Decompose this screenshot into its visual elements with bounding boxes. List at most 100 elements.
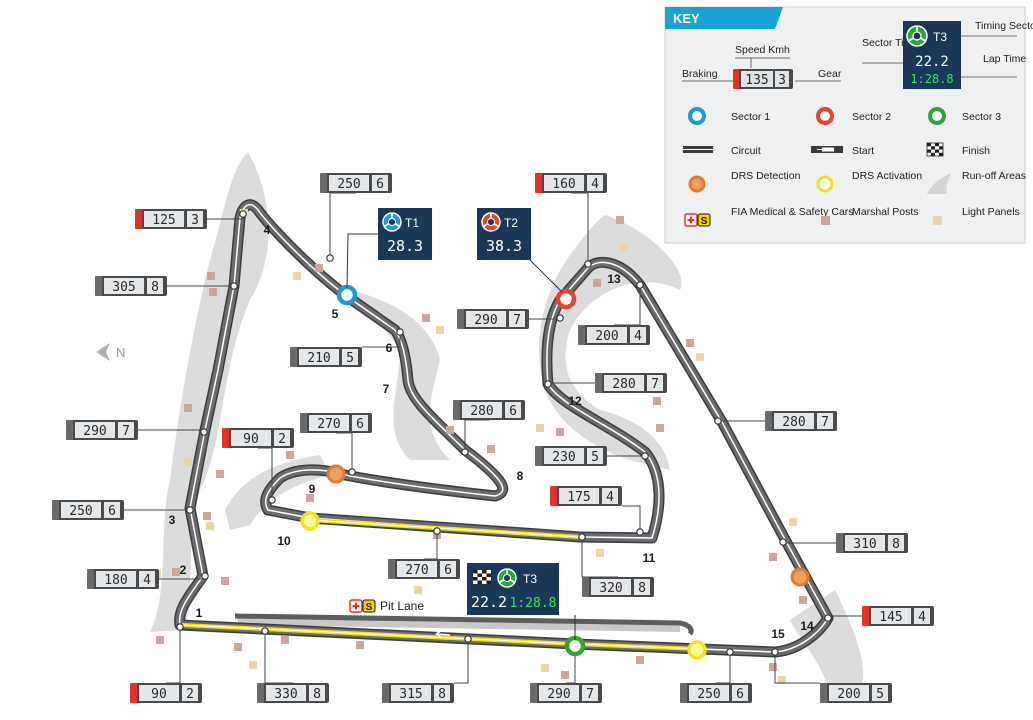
light-panel bbox=[184, 458, 192, 466]
speed-display bbox=[61, 502, 101, 518]
no-braking-indicator bbox=[388, 559, 395, 579]
steering-wheel-icon bbox=[481, 212, 501, 232]
gear-value: 2 bbox=[278, 432, 286, 447]
speed-display bbox=[391, 685, 431, 701]
braking-indicator bbox=[550, 486, 557, 506]
gear-value: 7 bbox=[821, 415, 829, 430]
speed-display bbox=[774, 413, 814, 429]
speed-gear-box: 210 5 bbox=[290, 347, 362, 367]
corner-number: 13 bbox=[607, 272, 621, 286]
track-point bbox=[636, 528, 644, 536]
marshal-post bbox=[769, 553, 777, 561]
steering-wheel-icon bbox=[906, 25, 928, 47]
track-point bbox=[433, 527, 441, 535]
sector1-marker-icon bbox=[688, 107, 706, 125]
key-finish: Finish bbox=[962, 145, 990, 157]
key-header-bar bbox=[665, 7, 783, 29]
gear-display bbox=[187, 211, 203, 227]
key-runoff: Run-off Areas bbox=[962, 170, 1026, 182]
marshal-post bbox=[356, 641, 364, 649]
svg-text:S: S bbox=[701, 216, 708, 227]
marshal-post bbox=[209, 288, 217, 296]
track-point bbox=[584, 260, 592, 268]
key-gear-label: Gear bbox=[818, 68, 842, 80]
gear-display bbox=[434, 685, 450, 701]
sector-label: T2 bbox=[504, 216, 518, 230]
marshal-post bbox=[446, 426, 454, 434]
sector3-marker bbox=[564, 635, 586, 657]
marshal-post bbox=[221, 577, 229, 585]
gear-value: 6 bbox=[444, 563, 452, 578]
gear-value: 7 bbox=[513, 313, 521, 328]
no-braking-indicator bbox=[257, 683, 264, 703]
gear-value: 4 bbox=[606, 490, 614, 505]
speed-box-leader bbox=[329, 192, 356, 258]
speed-value: 145 bbox=[879, 610, 902, 625]
pit-lane-label: S Pit Lane bbox=[349, 599, 424, 613]
gear-value: 8 bbox=[638, 581, 646, 596]
gear-display bbox=[587, 448, 603, 464]
speed-value: 175 bbox=[567, 490, 590, 505]
gear-display bbox=[582, 685, 598, 701]
speed-value: 210 bbox=[307, 351, 330, 366]
gear-value: 6 bbox=[376, 177, 384, 192]
track-point bbox=[779, 538, 787, 546]
gear-display bbox=[182, 685, 198, 701]
speed-display bbox=[544, 175, 584, 191]
speed-display bbox=[587, 327, 627, 343]
gear-display bbox=[505, 402, 521, 418]
speed-value: 180 bbox=[104, 573, 127, 588]
no-braking-indicator bbox=[382, 683, 389, 703]
marshal-post bbox=[656, 424, 664, 432]
speed-display bbox=[309, 415, 349, 431]
marshal-post bbox=[207, 272, 215, 280]
track-point bbox=[636, 281, 644, 289]
drs-activation-point bbox=[300, 511, 320, 531]
no-braking-indicator bbox=[320, 173, 327, 193]
gear-display bbox=[634, 579, 650, 595]
light-panel bbox=[696, 353, 704, 361]
speed-value: 200 bbox=[595, 329, 618, 344]
speed-display bbox=[871, 608, 911, 624]
north-arrow-icon bbox=[96, 343, 110, 361]
key-sample-gear: 3 bbox=[778, 73, 786, 88]
gear-value: 5 bbox=[346, 351, 354, 366]
key-braking-label: Braking bbox=[682, 68, 718, 80]
key-sample-sector-panel: T3 22.2 1:28.8 bbox=[903, 21, 961, 89]
speed-display bbox=[299, 349, 339, 365]
speed-box-leader bbox=[716, 652, 731, 684]
medical-safety-car-icon: S bbox=[349, 599, 376, 613]
sector-label: T1 bbox=[405, 216, 419, 230]
track-point bbox=[464, 635, 472, 643]
braking-indicator bbox=[535, 173, 542, 193]
gear-display bbox=[872, 685, 888, 701]
marshal-post bbox=[769, 663, 777, 671]
speed-display bbox=[397, 561, 437, 577]
speed-value: 310 bbox=[853, 537, 876, 552]
speed-display bbox=[104, 278, 144, 294]
marshal-post bbox=[686, 339, 694, 347]
track-point bbox=[544, 380, 552, 388]
key-sector3: Sector 3 bbox=[962, 111, 1001, 123]
speed-display bbox=[689, 685, 729, 701]
gear-value: 5 bbox=[591, 450, 599, 465]
speed-display bbox=[266, 685, 306, 701]
no-braking-indicator bbox=[582, 577, 589, 597]
speed-value: 290 bbox=[474, 313, 497, 328]
gear-display bbox=[274, 430, 290, 446]
speed-display bbox=[829, 685, 869, 701]
marshal-post bbox=[315, 264, 323, 272]
